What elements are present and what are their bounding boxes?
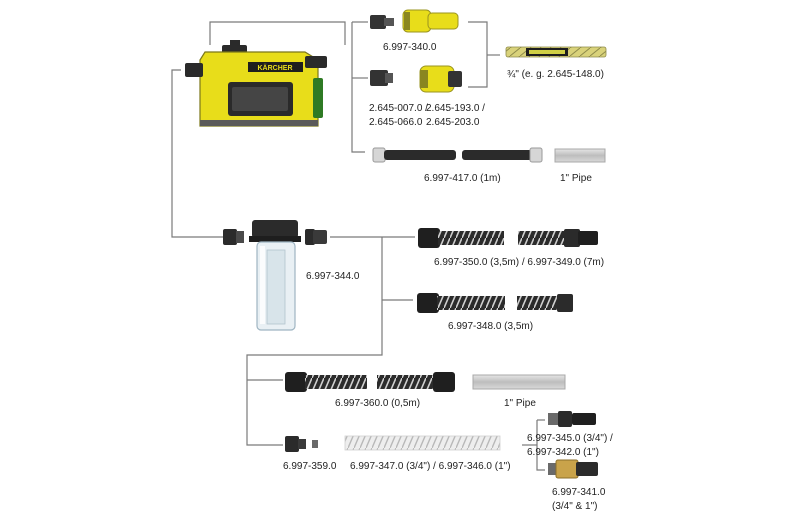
small-fitting-illustration bbox=[285, 436, 318, 452]
prefilter-connector-left bbox=[223, 229, 244, 245]
filter-valve-1-illustration bbox=[548, 411, 596, 427]
label-small-fitting: 6.997-359.0 bbox=[283, 461, 337, 472]
label-garden-hose: ¾" (e. g. 2.645-148.0) bbox=[507, 69, 604, 80]
label-pressure-hose: 6.997-417.0 (1m) bbox=[424, 173, 501, 184]
label-pipe-mid: 1" Pipe bbox=[504, 398, 536, 409]
label-adapter-right-line2: 2.645-203.0 bbox=[426, 117, 480, 128]
hose-connector-set-illustration bbox=[370, 9, 459, 33]
label-pipe-top: 1" Pipe bbox=[560, 173, 592, 184]
label-suction-hose-3: 6.997-360.0 (0,5m) bbox=[335, 398, 421, 409]
label-spiral-hose: 6.997-347.0 (3/4") / 6.997-346.0 (1") bbox=[350, 461, 511, 472]
garden-pump-illustration: KÄRCHER bbox=[185, 40, 327, 127]
spiral-hose-illustration bbox=[344, 435, 501, 451]
adapter-right-illustration bbox=[419, 65, 462, 93]
label-suction-hose-1: 6.997-350.0 (3,5m) / 6.997-349.0 (7m) bbox=[434, 257, 605, 268]
svg-text:KÄRCHER: KÄRCHER bbox=[258, 64, 293, 72]
pipe-mid-illustration bbox=[472, 374, 566, 390]
pipe-top-illustration bbox=[554, 148, 606, 163]
prefilter-illustration bbox=[249, 220, 301, 331]
suction-hose-3-illustration bbox=[285, 372, 455, 392]
brand-logo bbox=[248, 62, 303, 72]
pump-inlet bbox=[185, 63, 203, 77]
prefilter-connector-right bbox=[305, 229, 327, 245]
label-hose-connector-set: 6.997-340.0 bbox=[383, 42, 437, 53]
connector-lines bbox=[171, 21, 545, 471]
garden-hose-illustration bbox=[505, 46, 607, 58]
label-adapter-left-line1: 2.645-007.0 / bbox=[369, 103, 428, 114]
suction-hose-1-illustration bbox=[418, 228, 598, 248]
filter-valve-2-illustration bbox=[548, 459, 598, 479]
label-prefilter: 6.997-344.0 bbox=[306, 271, 360, 282]
adapter-left-illustration bbox=[370, 70, 393, 86]
label-filter-valve-1-line1: 6.997-345.0 (3/4") / bbox=[527, 433, 613, 444]
label-filter-valve-2-line1: 6.997-341.0 bbox=[552, 487, 606, 498]
label-suction-hose-2: 6.997-348.0 (3,5m) bbox=[448, 321, 534, 332]
suction-hose-2-illustration bbox=[417, 293, 573, 313]
label-filter-valve-2-line2: (3/4" & 1") bbox=[552, 501, 598, 512]
pressure-hose-illustration bbox=[372, 147, 543, 163]
label-adapter-left-line2: 2.645-066.0 bbox=[369, 117, 423, 128]
label-filter-valve-1-line2: 6.997-342.0 (1") bbox=[527, 447, 599, 458]
pump-outlet bbox=[305, 56, 327, 68]
label-adapter-right-line1: 2.645-193.0 / bbox=[426, 103, 485, 114]
